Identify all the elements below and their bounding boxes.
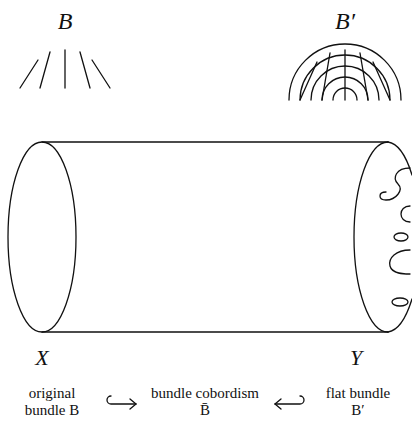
boundary-components — [380, 168, 410, 306]
caption-text: original bundle B — [14, 385, 90, 420]
flat-connection-field — [289, 44, 401, 100]
bundle-symbol: B′ — [325, 8, 365, 36]
manifold-symbol: X — [27, 345, 57, 370]
bundle-symbol: B — [45, 8, 85, 36]
caption-text: flat bundle B′ — [323, 385, 393, 420]
caption-text: bundle cobordism B̄ — [150, 385, 260, 420]
ray-lines — [20, 50, 110, 88]
cylinder — [8, 142, 412, 332]
manifold-symbol: Y — [341, 345, 371, 370]
